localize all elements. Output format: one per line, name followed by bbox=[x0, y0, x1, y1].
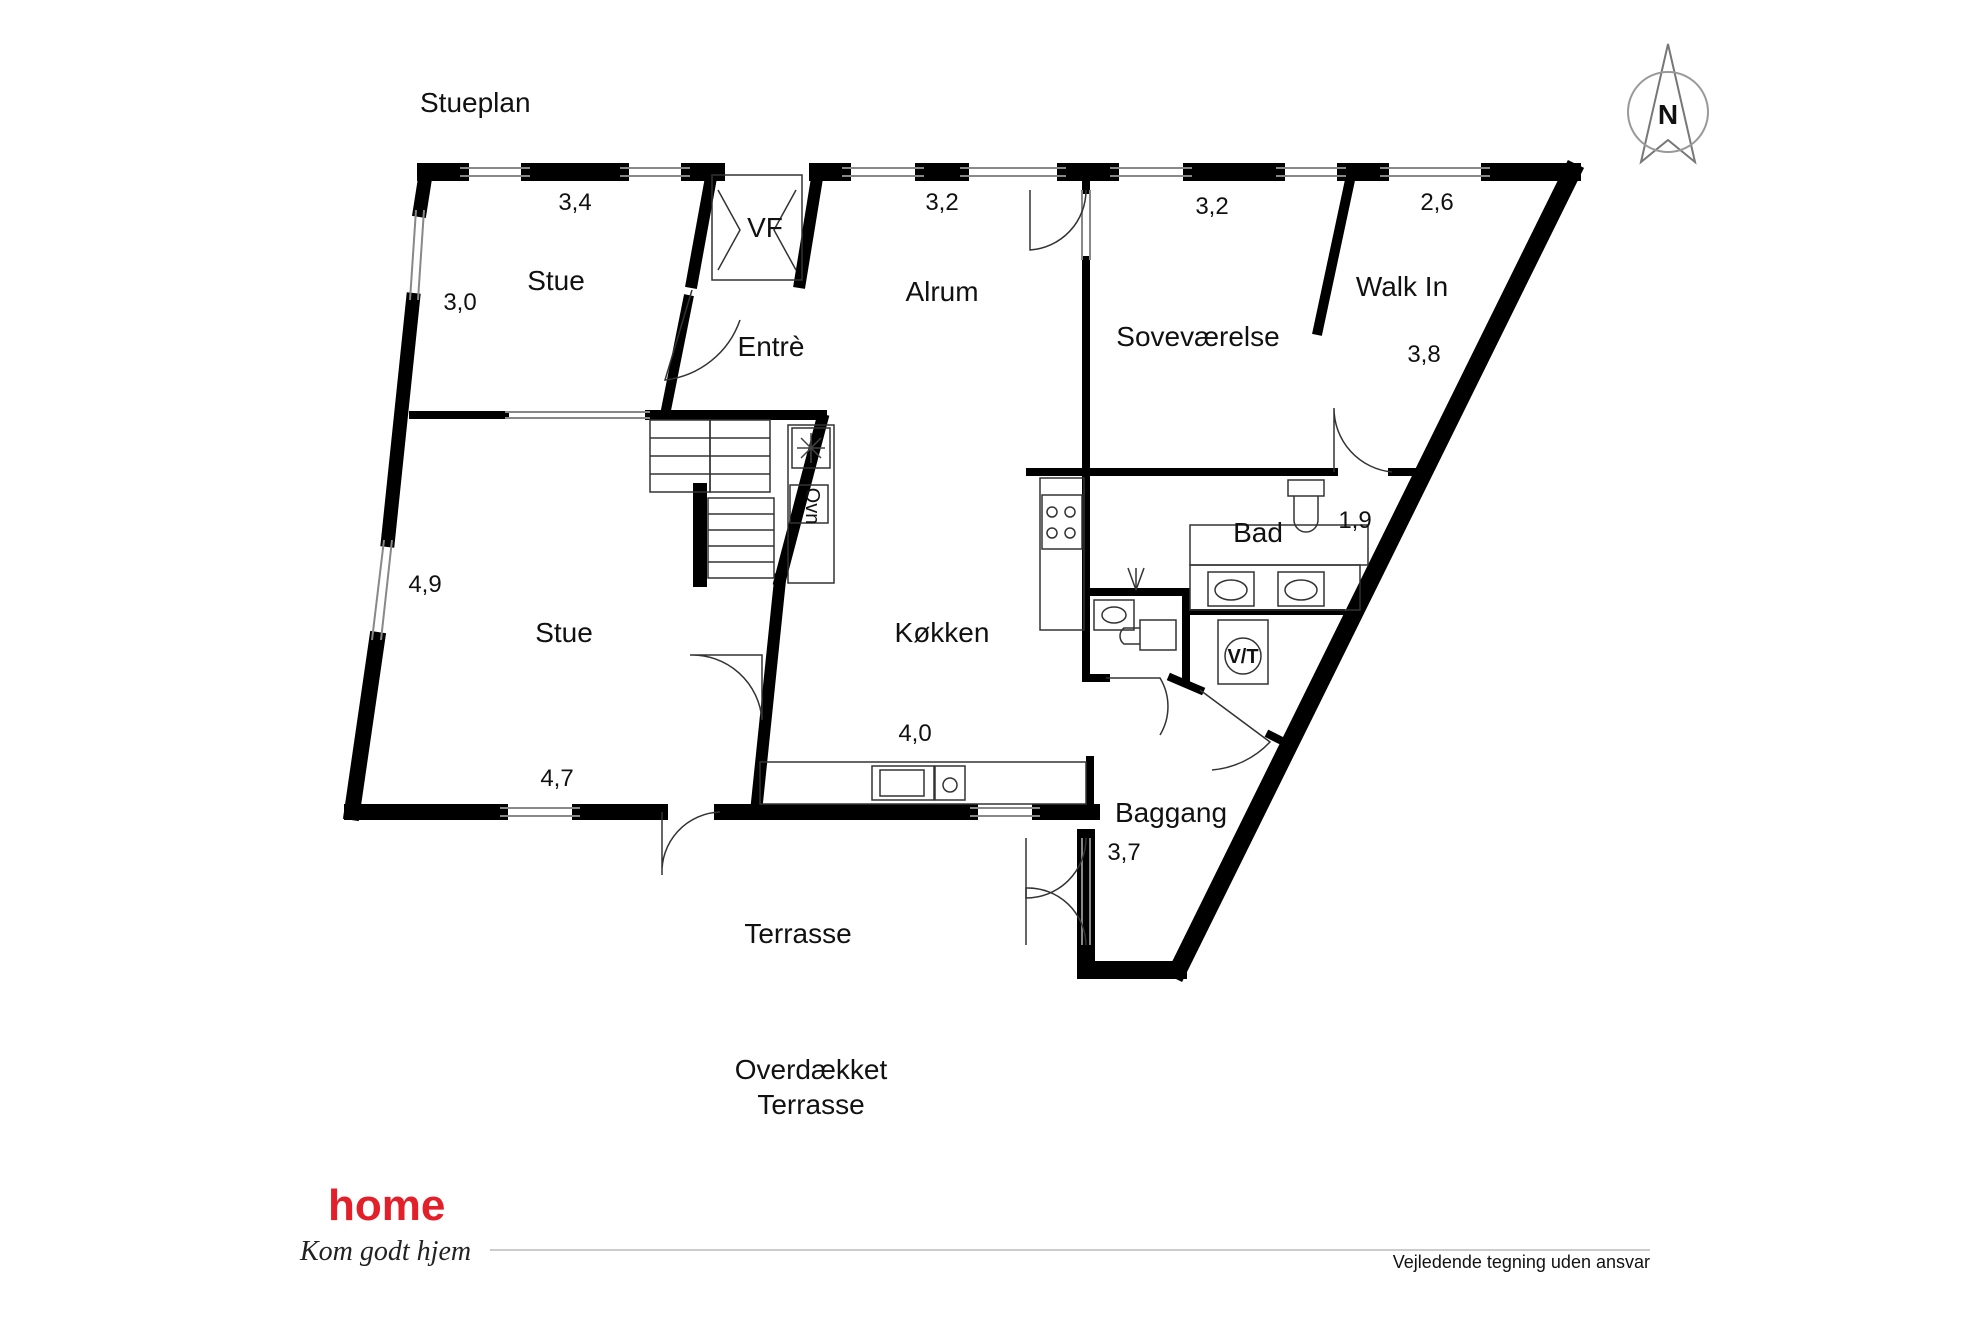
washer-label: V/T bbox=[1227, 646, 1258, 668]
dim-walkin-height: 3,8 bbox=[1407, 341, 1440, 368]
sink-icon bbox=[1207, 571, 1325, 607]
room-alrum: Alrum bbox=[905, 276, 978, 307]
kitchen-sink-icon bbox=[871, 765, 935, 801]
dim-kokken-width: 4,0 bbox=[898, 720, 931, 747]
footer-note: Vejledende tegning uden ansvar bbox=[1392, 1252, 1650, 1272]
wc-icon bbox=[1119, 619, 1177, 651]
freezer-icon bbox=[797, 433, 825, 463]
bathroom-fixtures bbox=[1093, 479, 1369, 685]
plan-title: Stueplan bbox=[420, 87, 531, 118]
doors bbox=[661, 189, 1393, 946]
shower-icon bbox=[1127, 567, 1145, 591]
room-kokken: Køkken bbox=[895, 617, 990, 648]
north-arrow-icon: N bbox=[1627, 43, 1709, 165]
room-overdaekket-line1: Overdækket bbox=[735, 1054, 888, 1085]
room-bad: Bad bbox=[1233, 517, 1283, 548]
kitchen-fixtures bbox=[759, 424, 1087, 805]
room-terrasse: Terrasse bbox=[744, 918, 851, 949]
dim-baggang-width: 3,7 bbox=[1107, 839, 1140, 866]
room-entre: Entrè bbox=[738, 331, 805, 362]
dim-stue-top-width: 3,4 bbox=[558, 189, 591, 216]
stove-icon bbox=[1041, 494, 1083, 550]
dishwasher-icon bbox=[934, 765, 966, 801]
dim-stue-top-height: 3,0 bbox=[443, 289, 476, 316]
room-vf: VF bbox=[747, 212, 783, 243]
oven-label: Ovn bbox=[801, 488, 823, 525]
toilet-icon bbox=[1287, 479, 1325, 533]
room-sovevaerelse: Soveværelse bbox=[1116, 321, 1279, 352]
dim-alrum-width: 3,2 bbox=[925, 189, 958, 216]
dim-bad-width: 1,9 bbox=[1338, 507, 1371, 534]
windows bbox=[371, 167, 1490, 945]
compass-letter: N bbox=[1658, 99, 1678, 130]
dim-stue-main-height: 4,9 bbox=[408, 571, 441, 598]
closet-doors bbox=[711, 174, 803, 281]
dim-walkin-width: 2,6 bbox=[1420, 189, 1453, 216]
dim-sove-width: 3,2 bbox=[1195, 193, 1228, 220]
stairs bbox=[649, 419, 775, 579]
dim-stue-main-width: 4,7 bbox=[540, 765, 573, 792]
brand-logo: home Kom godt hjem bbox=[299, 1181, 471, 1267]
room-stue-top: Stue bbox=[527, 265, 585, 296]
logo-tagline: Kom godt hjem bbox=[299, 1236, 471, 1267]
room-walk-in: Walk In bbox=[1356, 271, 1448, 302]
small-sink-icon bbox=[1093, 599, 1135, 631]
washing-machine-icon bbox=[1217, 619, 1269, 685]
room-stue-main: Stue bbox=[535, 617, 593, 648]
room-baggang: Baggang bbox=[1115, 797, 1227, 828]
room-overdaekket-line2: Terrasse bbox=[757, 1089, 864, 1120]
walls bbox=[342, 159, 1585, 983]
logo-brand: home bbox=[328, 1181, 445, 1230]
